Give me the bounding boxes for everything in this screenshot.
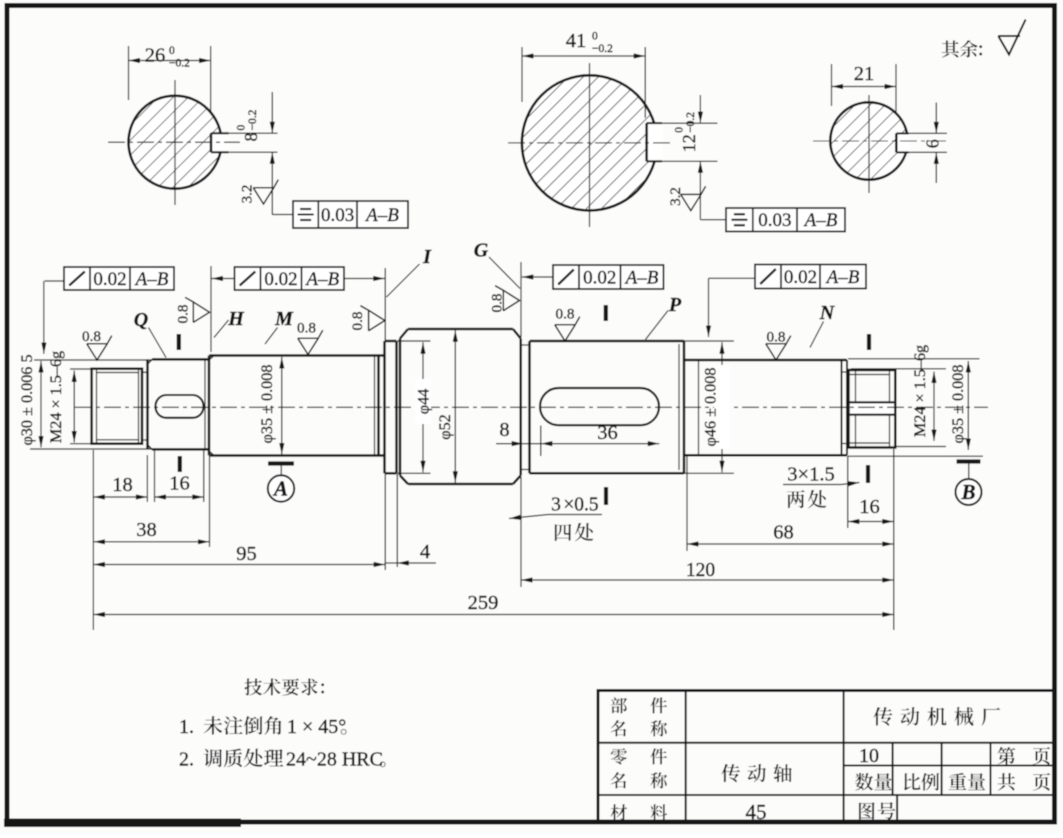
svg-text:φ52: φ52	[436, 414, 454, 440]
svg-text:M: M	[274, 308, 294, 330]
svg-text:A–B: A–B	[304, 269, 339, 290]
svg-text:φ35 ± 0.008: φ35 ± 0.008	[258, 365, 276, 444]
svg-text:φ44: φ44	[415, 389, 433, 415]
svg-text:0: 0	[673, 127, 685, 133]
svg-text:0.8: 0.8	[82, 328, 101, 345]
svg-text:68: 68	[773, 522, 794, 544]
svg-text:G: G	[474, 240, 489, 262]
svg-text:−0.2: −0.2	[592, 43, 613, 55]
svg-text:38: 38	[136, 519, 157, 541]
svg-text:3×1.5: 3×1.5	[787, 464, 834, 486]
svg-text:φ35 ± 0.008: φ35 ± 0.008	[949, 365, 967, 444]
svg-text:0.8: 0.8	[349, 311, 366, 330]
svg-text:0.8: 0.8	[489, 293, 506, 312]
svg-text:×0.5: ×0.5	[563, 495, 598, 516]
svg-text:120: 120	[686, 560, 715, 581]
svg-text:P: P	[668, 294, 682, 316]
svg-text:21: 21	[854, 63, 875, 85]
svg-text:M24 × 1.5–6g: M24 × 1.5–6g	[47, 351, 65, 443]
svg-text:0: 0	[169, 45, 175, 57]
svg-text:0.03: 0.03	[758, 210, 791, 231]
svg-text:16: 16	[169, 473, 190, 495]
svg-text:36: 36	[597, 422, 618, 444]
svg-text:45: 45	[746, 800, 767, 824]
svg-text:12: 12	[679, 134, 699, 152]
svg-text:0: 0	[236, 125, 248, 131]
svg-text:I: I	[422, 246, 432, 268]
svg-text:A–B: A–B	[134, 269, 169, 290]
svg-text:0.8: 0.8	[175, 304, 192, 323]
svg-text:3: 3	[551, 495, 561, 516]
svg-text:26: 26	[145, 45, 166, 67]
svg-text:φ46 ± 0.008: φ46 ± 0.008	[702, 368, 720, 447]
svg-text:−0.2: −0.2	[169, 58, 190, 70]
svg-text:A–B: A–B	[624, 267, 659, 288]
svg-text:0.02: 0.02	[784, 267, 817, 288]
svg-text:A: A	[272, 477, 288, 501]
svg-text:A–B: A–B	[364, 205, 399, 226]
svg-text:1 × 45°: 1 × 45°	[287, 716, 346, 738]
svg-text:2.: 2.	[179, 749, 194, 771]
svg-text:3.2: 3.2	[240, 185, 256, 204]
svg-text:24~28 HRC: 24~28 HRC	[286, 749, 383, 771]
svg-text:0.02: 0.02	[583, 267, 616, 288]
svg-text:0.8: 0.8	[297, 320, 316, 337]
svg-text:6: 6	[923, 139, 943, 148]
svg-text:H: H	[227, 308, 245, 330]
svg-text:N: N	[819, 302, 836, 324]
svg-text:41: 41	[566, 30, 587, 52]
svg-text:0.03: 0.03	[321, 205, 354, 226]
svg-text:0.8: 0.8	[767, 329, 786, 346]
svg-text:A–B: A–B	[803, 210, 838, 231]
svg-text:φ30 ± 0.006 5: φ30 ± 0.006 5	[18, 354, 36, 445]
svg-text:0.8: 0.8	[556, 306, 575, 323]
svg-text:Q: Q	[134, 309, 148, 331]
svg-text:10: 10	[859, 745, 879, 767]
svg-text:A–B: A–B	[825, 267, 860, 288]
svg-text:8: 8	[499, 419, 509, 441]
svg-text:16: 16	[859, 496, 880, 518]
svg-text:−0.2: −0.2	[247, 109, 259, 130]
svg-text:259: 259	[468, 592, 499, 614]
svg-text:0.02: 0.02	[93, 269, 126, 290]
svg-text:B: B	[960, 480, 975, 504]
svg-text:95: 95	[236, 543, 257, 565]
svg-text:M24 × 1.5–6g: M24 × 1.5–6g	[911, 345, 929, 437]
svg-text:0.02: 0.02	[264, 269, 297, 290]
svg-text:18: 18	[112, 474, 133, 496]
svg-text:1.: 1.	[179, 716, 194, 738]
svg-text:8: 8	[241, 133, 261, 142]
svg-text:4: 4	[420, 541, 430, 563]
svg-text:3.2: 3.2	[668, 187, 684, 206]
svg-text:0: 0	[592, 31, 598, 43]
svg-text:−0.2: −0.2	[685, 112, 697, 133]
